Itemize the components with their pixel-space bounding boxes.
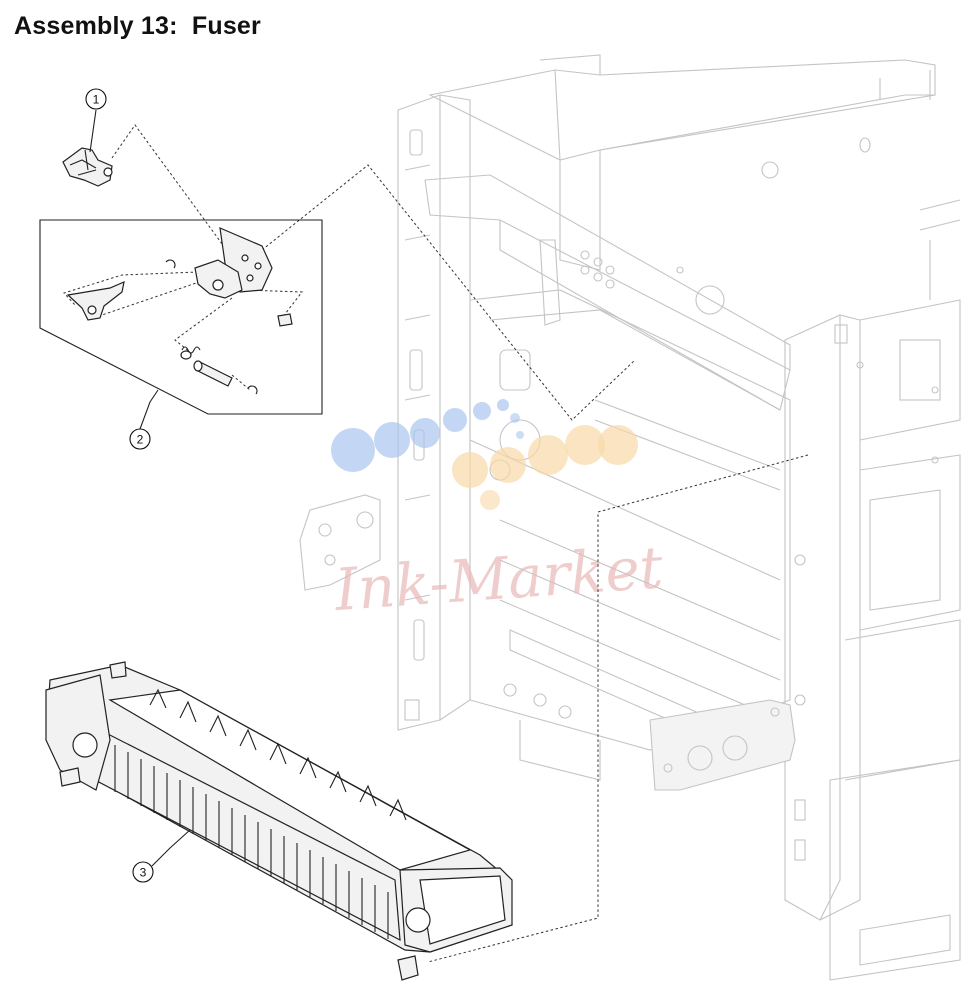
part-1 bbox=[62, 147, 113, 187]
callout-1-number: 1 bbox=[93, 93, 100, 107]
part-3-fuser-unit bbox=[45, 661, 513, 981]
callout-2: 2 bbox=[129, 389, 159, 450]
callout-2-number: 2 bbox=[137, 433, 144, 447]
callout-1: 1 bbox=[85, 88, 107, 153]
watermark: Ink-Market bbox=[331, 399, 666, 624]
printer-frame bbox=[299, 54, 961, 981]
part-2-bracket-kit bbox=[66, 227, 293, 395]
leader-lines bbox=[63, 124, 809, 963]
assembly-box-2 bbox=[39, 219, 323, 415]
callout-3-number: 3 bbox=[140, 866, 147, 880]
watermark-text: Ink-Market bbox=[332, 533, 666, 624]
callout-3: 3 bbox=[132, 829, 191, 883]
page-title: Assembly 13: Fuser bbox=[14, 12, 261, 40]
